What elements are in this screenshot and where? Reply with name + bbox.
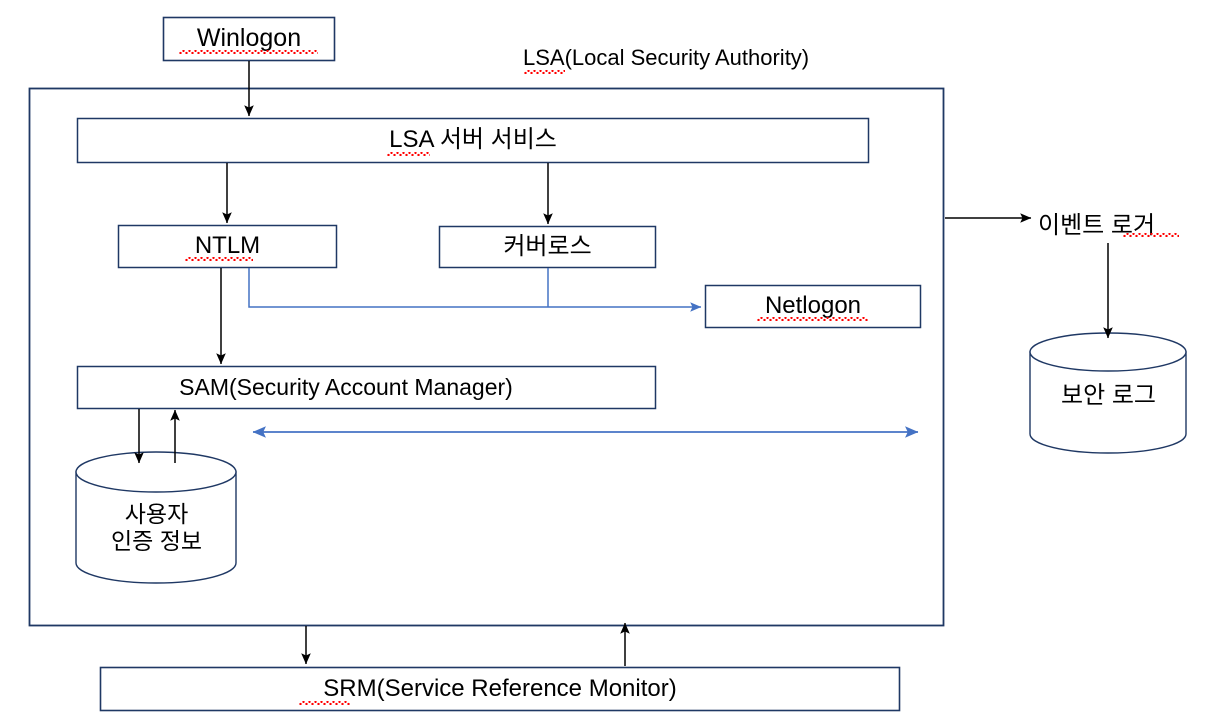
user-credentials-db-label: 사용자 인증 정보: [110, 500, 203, 554]
netlogon-label: Netlogon: [764, 292, 862, 320]
winlogon-label: Winlogon: [196, 24, 302, 53]
kerberos-label: 커버로스: [503, 232, 592, 260]
lsa-container-title: LSA(Local Security Authority): [523, 45, 810, 70]
ntlm-label: NTLM: [194, 232, 261, 260]
sam-label: SAM(Security Account Manager): [179, 373, 513, 400]
srm-label: SRM(Service Reference Monitor): [323, 674, 677, 702]
lsa-server-service-label: LSA 서버 서비스: [389, 126, 557, 154]
event-logger-label: 이벤트 로거: [1038, 212, 1156, 239]
security-log-db-label: 보안 로그: [1061, 381, 1156, 409]
arrow-ntlm-to-netlogon: [248, 268, 702, 312]
